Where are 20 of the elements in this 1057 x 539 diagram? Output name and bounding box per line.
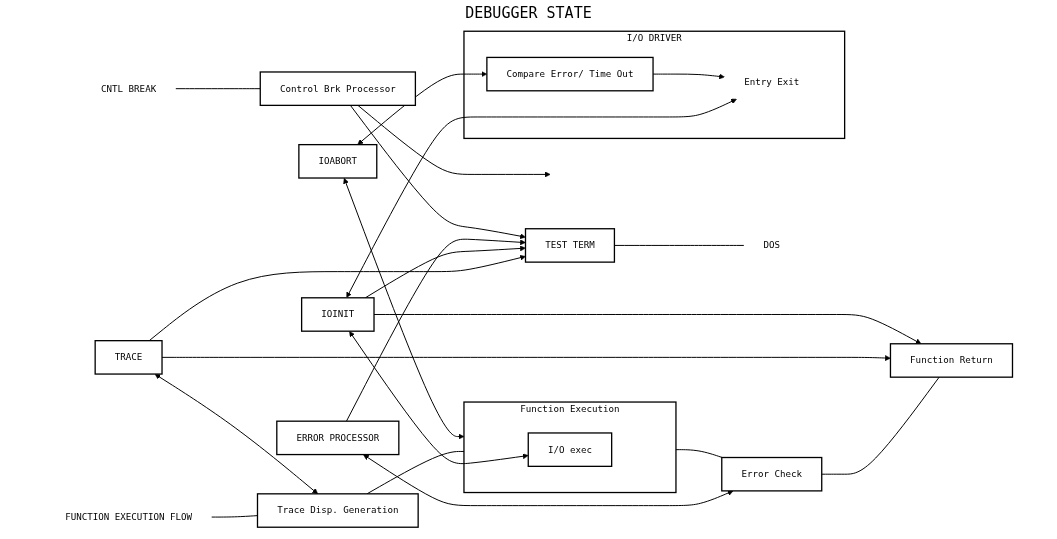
connector [366, 450, 464, 495]
node-box: Error Check [720, 456, 822, 492]
node-text: Entry Exit [743, 76, 799, 88]
node-box: TEST TERM [524, 228, 615, 263]
node-text: DOS [762, 239, 780, 251]
connector [210, 515, 258, 518]
node-box: Trace Disp. Generation [256, 493, 419, 528]
node-box: IOINIT [300, 297, 375, 332]
connector [674, 449, 723, 458]
node-box: Control Brk Processor [259, 71, 416, 106]
node-box: Function Return [889, 343, 1013, 378]
node-box: I/O exec [527, 432, 612, 467]
connector [613, 244, 744, 246]
node-box: ERROR PROCESSOR [275, 420, 399, 456]
node-text: FUNCTION EXECUTION FLOW [64, 511, 192, 522]
node-text: CNTL BREAK [100, 83, 156, 94]
node-box: IOABORT [297, 144, 377, 179]
node-box: Compare Error/ Time Out [485, 56, 654, 92]
column-heading: DEBUGGER STATE [465, 4, 592, 22]
node-box: TRACE [94, 340, 163, 375]
